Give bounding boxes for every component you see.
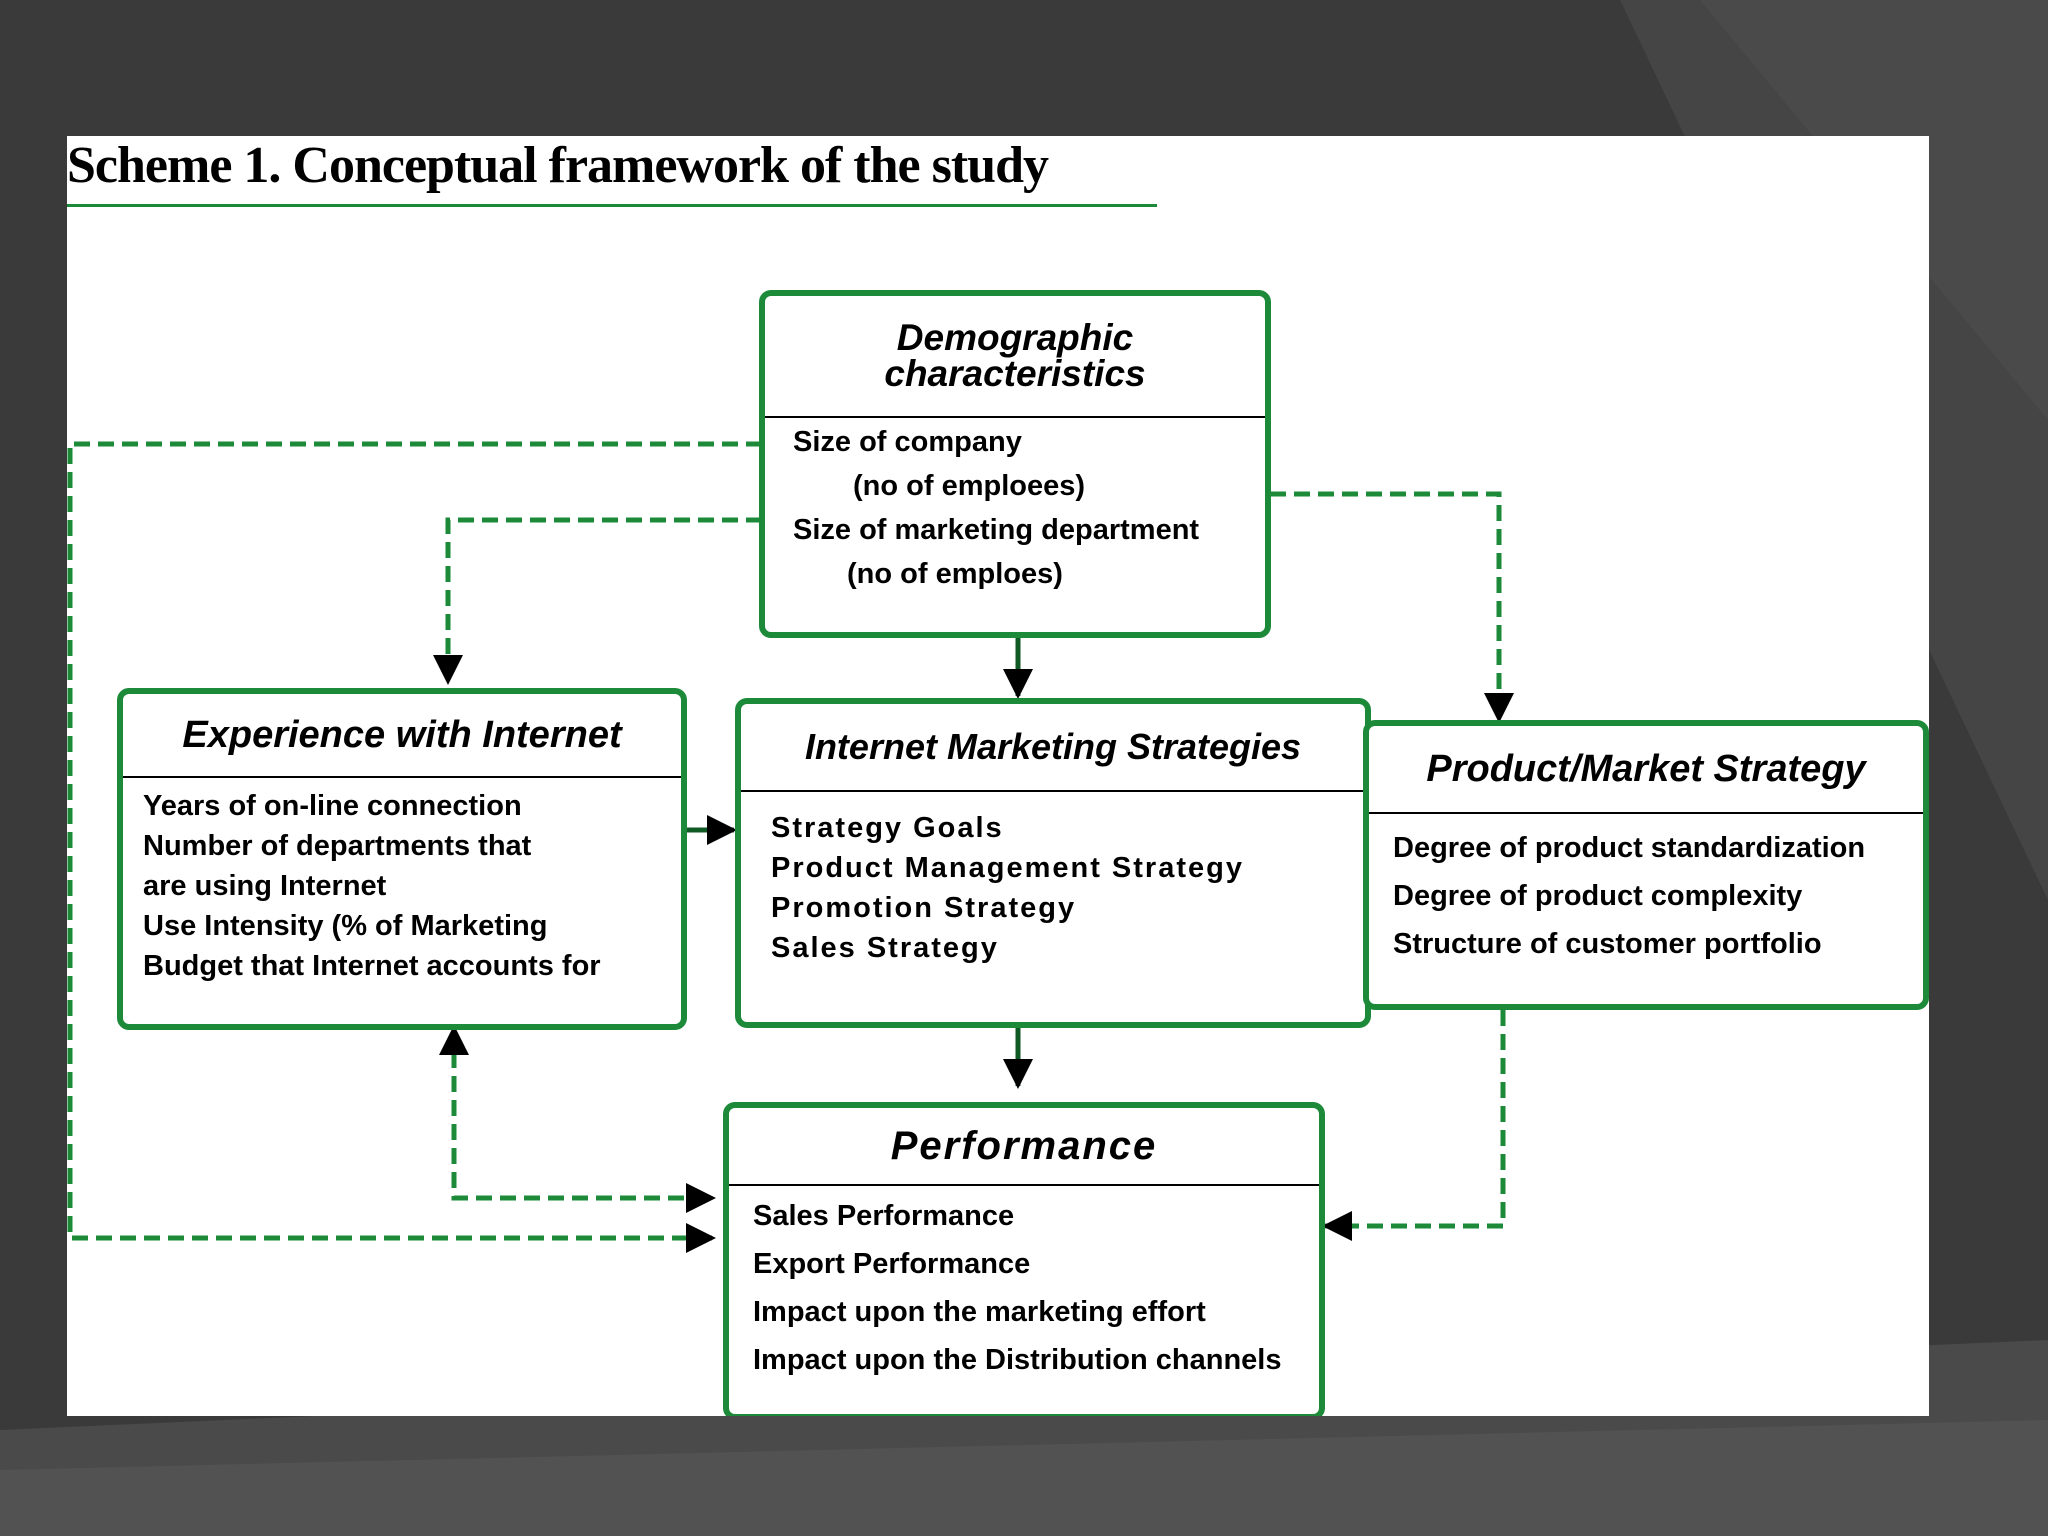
experience-line: are using Internet	[143, 870, 387, 902]
dashed-product-market-to-performance	[1322, 1010, 1506, 1241]
dashed-experience-performance-link	[439, 1025, 716, 1213]
performance-line: Sales Performance	[753, 1200, 1015, 1232]
dashed-demographic-to-performance	[67, 441, 762, 1253]
demographic-line: (no of emploees)	[853, 470, 1086, 502]
product-market-line: Degree of product standardization	[1393, 832, 1866, 864]
product-market-box: Product/Market Strategy Degree of produc…	[1363, 720, 1929, 1010]
demographic-title-line2: characteristics	[884, 353, 1146, 394]
strategies-line: Sales Strategy	[771, 932, 999, 964]
dashed-demographic-to-product-market	[1270, 491, 1514, 723]
demographic-box: Demographic characteristics Size of comp…	[759, 290, 1271, 638]
experience-box: Experience with Internet Years of on-lin…	[117, 688, 687, 1030]
experience-title: Experience with Internet	[182, 713, 622, 756]
product-market-line: Structure of customer portfolio	[1393, 928, 1822, 960]
demographic-line: (no of emploes)	[847, 558, 1063, 590]
experience-line: Number of departments that	[143, 830, 532, 862]
experience-box-header: Experience with Internet	[123, 694, 681, 778]
performance-line: Impact upon the marketing effort	[753, 1296, 1206, 1328]
product-market-line: Degree of product complexity	[1393, 880, 1803, 912]
demographic-box-header: Demographic characteristics	[765, 296, 1265, 418]
connector-layer	[67, 441, 1514, 1253]
product-market-box-header: Product/Market Strategy	[1369, 726, 1923, 814]
performance-box: Performance Sales Performance Export Per…	[723, 1102, 1325, 1416]
framework-figure: Scheme 1. Conceptual framework of the st…	[67, 136, 1929, 1416]
performance-line: Export Performance	[753, 1248, 1031, 1280]
strategies-line: Promotion Strategy	[771, 892, 1077, 924]
strategies-line: Strategy Goals	[771, 812, 1004, 844]
dashed-demographic-to-experience	[433, 517, 762, 685]
strategies-line: Product Management Strategy	[771, 852, 1244, 884]
strategies-box: Internet Marketing Strategies Strategy G…	[735, 698, 1371, 1028]
performance-box-header: Performance	[729, 1108, 1319, 1186]
product-market-title: Product/Market Strategy	[1426, 747, 1866, 790]
strategies-title: Internet Marketing Strategies	[804, 726, 1302, 767]
experience-line: Years of on-line connection	[143, 790, 522, 822]
strategies-box-header: Internet Marketing Strategies	[741, 704, 1365, 792]
performance-line: Impact upon the Distribution channels	[753, 1344, 1282, 1376]
experience-line: Use Intensity (% of Marketing	[143, 910, 548, 942]
performance-title: Performance	[890, 1123, 1158, 1168]
figure-title: Scheme 1. Conceptual framework of the st…	[67, 136, 1157, 207]
experience-line: Budget that Internet accounts for	[143, 950, 601, 982]
demographic-title-line1: Demographic	[896, 317, 1134, 358]
demographic-line: Size of marketing department	[793, 514, 1200, 546]
demographic-line: Size of company	[793, 426, 1022, 458]
